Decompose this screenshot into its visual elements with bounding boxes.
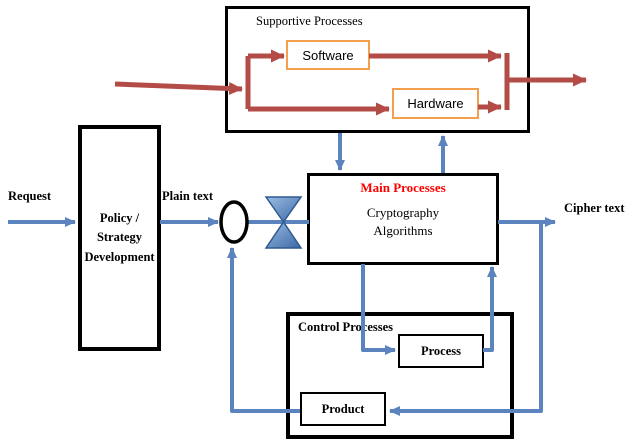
policy-line-3: Development xyxy=(84,249,155,264)
policy-line-1: Policy / xyxy=(99,210,140,225)
main-processes-box: Main Processes Cryptography Algorithms xyxy=(307,173,499,265)
software-box: Software xyxy=(286,40,370,70)
product-box: Product xyxy=(300,392,386,426)
policy-line-2: Strategy xyxy=(96,230,143,245)
red-inlet-arrow xyxy=(114,81,243,95)
summing-junction-ellipse xyxy=(219,200,249,244)
hardware-label: Hardware xyxy=(407,96,464,111)
cipher-text-label: Cipher text xyxy=(564,201,625,215)
process-label: Process xyxy=(420,343,462,358)
plain-text-label: Plain text xyxy=(162,189,214,203)
main-processes-title: Main Processes xyxy=(360,180,446,195)
main-body-line-1: Cryptography xyxy=(366,205,440,220)
supportive-processes-title: Supportive Processes xyxy=(256,14,363,28)
control-processes-title: Control Processes xyxy=(298,320,394,334)
request-label: Request xyxy=(8,189,52,203)
policy-strategy-box: Policy / Strategy Development xyxy=(78,125,161,351)
valve-bowtie-symbol xyxy=(264,196,303,249)
product-label: Product xyxy=(321,401,365,416)
software-label: Software xyxy=(302,47,354,63)
hardware-box: Hardware xyxy=(392,88,479,119)
process-box: Process xyxy=(398,334,484,368)
supportive-processes-box: Supportive Processes xyxy=(225,6,530,133)
main-body-line-2: Algorithms xyxy=(373,223,433,239)
